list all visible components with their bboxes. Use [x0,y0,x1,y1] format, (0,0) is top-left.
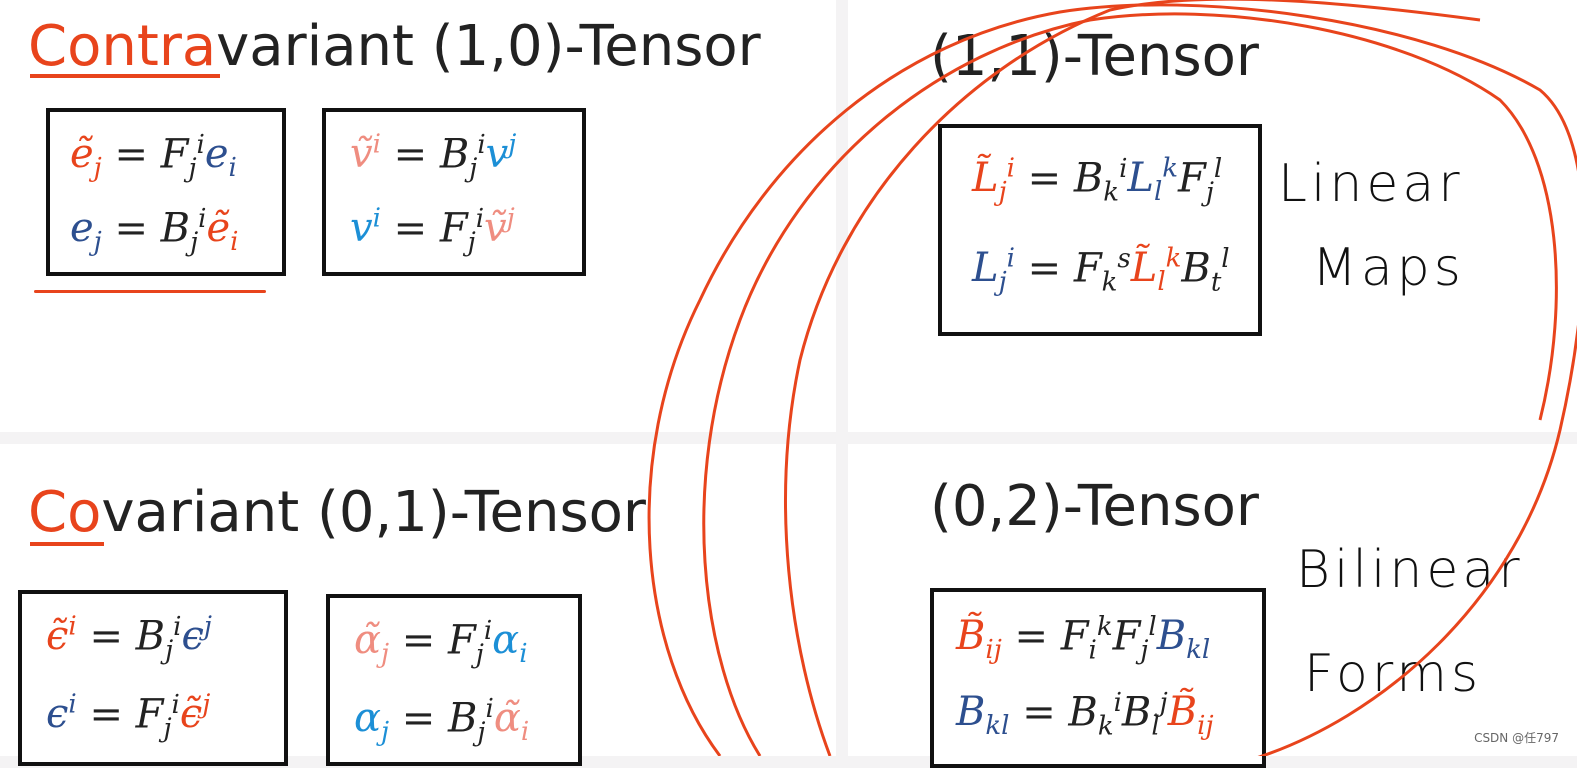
contravariant-title: Contravariant (1,0)-Tensor [28,14,761,79]
bilinear-form-eq-2: Bkl = BkiBljB̃ij [956,688,1214,742]
handwritten-linear: Linear [1278,154,1464,214]
watermark: CSDN @任797 [1474,731,1559,745]
covector-components-eq-1: α̃j = Fjiαi [354,616,528,670]
bilinear-title: (0,2)-Tensor [930,474,1259,539]
covector-components-box: α̃j = Fjiαi αj = Bjiα̃i [326,594,582,766]
co-underline [30,542,104,546]
components-forward-eq: vi = Fjiṽj [350,204,515,258]
contra-rest: variant (1,0)-Tensor [216,14,761,79]
handwritten-bilinear: Bilinear [1296,540,1524,600]
handwritten-forms: Forms [1304,644,1483,704]
contra-underline [30,74,220,78]
basis-backward-eq: ej = Bjiẽi [70,204,239,258]
components-backward-eq: ṽi = Bjivj [350,130,517,184]
dual-basis-box: ϵ̃i = Bjiϵj ϵi = Fjiϵ̃j [18,590,288,766]
covariant-title: Covariant (0,1)-Tensor [28,480,646,545]
basis-transform-box: ẽj = Fjiei ej = Bjiẽi [46,108,286,276]
loop-outer [647,3,1577,756]
linear-map-eq-1: L̃ji = BkiLlkFjl [972,154,1223,208]
basis-forward-eq: ẽj = Fjiei [70,130,237,184]
components-transform-box: ṽi = Bjivj vi = Fjiṽj [322,108,586,276]
linear-map-eq-2: Lji = FksL̃lkBtl [972,244,1230,298]
bilinear-form-box: B̃ij = FikFjlBkl Bkl = BkiBljB̃ij [930,588,1266,768]
dual-basis-eq-1: ϵ̃i = Bjiϵj [46,612,212,666]
covector-components-eq-2: αj = Bjiα̃i [354,694,530,748]
loop-inner [784,0,1481,756]
co-highlight: Co [28,480,102,545]
contra-highlight: Contra [28,14,217,79]
co-rest: variant (0,1)-Tensor [101,480,646,545]
linear-map-box: L̃ji = BkiLlkFjl Lji = FksL̃lkBtl [938,124,1262,336]
handwritten-maps: Maps [1312,238,1465,298]
dual-basis-eq-2: ϵi = Fjiϵ̃j [46,690,211,744]
bilinear-form-eq-1: B̃ij = FikFjlBkl [956,612,1211,666]
loop-middle [702,12,1558,756]
box-underline [34,290,266,293]
